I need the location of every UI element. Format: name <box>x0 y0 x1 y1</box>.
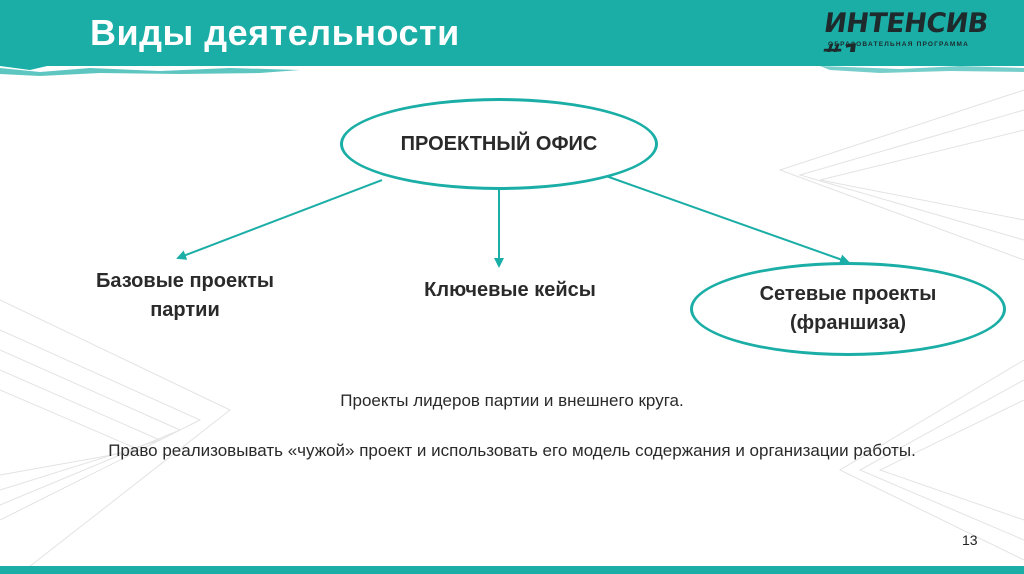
arrow-to-base-projects <box>176 179 383 260</box>
brand-logo: ИНТЕНСИВ #1 ОБРАЗОВАТЕЛЬНАЯ ПРОГРАММА <box>818 8 1000 70</box>
footer-bar <box>0 566 1024 574</box>
root-node-project-office: ПРОЕКТНЫЙ ОФИС <box>340 98 658 190</box>
node-base-projects-line1: Базовые проекты <box>96 270 274 292</box>
description-leaders: Проекты лидеров партии и внешнего круга. <box>340 391 684 410</box>
description-franchise: Право реализовывать «чужой» проект и исп… <box>108 441 916 460</box>
page-number: 13 <box>962 532 978 548</box>
node-key-cases: Ключевые кейсы <box>360 270 660 310</box>
node-network-projects-line1: Сетевые проекты <box>759 283 937 305</box>
root-node-label: ПРОЕКТНЫЙ ОФИС <box>400 132 598 155</box>
header-brush-edge <box>0 52 1024 76</box>
node-base-projects-line2: партии <box>150 299 220 321</box>
node-network-projects-line2: (франшиза) <box>789 312 906 334</box>
page-title: Виды деятельности <box>90 12 460 53</box>
node-network-projects: Сетевые проекты (франшиза) <box>690 262 1006 356</box>
node-base-projects: Базовые проекты партии <box>54 258 316 334</box>
arrow-to-network-projects <box>605 175 850 265</box>
logo-tagline: ОБРАЗОВАТЕЛЬНАЯ ПРОГРАММА <box>828 41 970 48</box>
node-key-cases-label: Ключевые кейсы <box>424 278 596 301</box>
